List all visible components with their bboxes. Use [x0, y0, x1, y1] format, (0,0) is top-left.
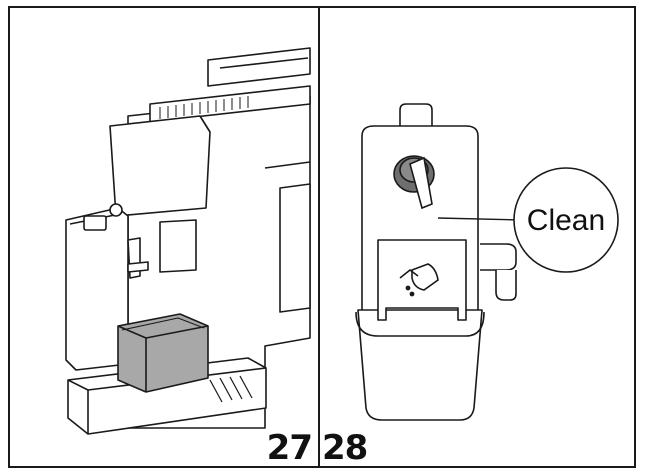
callout-label: Clean [527, 204, 605, 237]
callout-circle [513, 167, 619, 273]
milk-container-display [83, 215, 107, 231]
callout-line [437, 217, 521, 221]
grille-lines [159, 96, 249, 119]
milk-lid-illustration: Clean [355, 103, 619, 421]
drip-tray-slats [209, 375, 253, 403]
step-number-28: 28 [322, 428, 368, 466]
container-base [357, 309, 483, 421]
instruction-figure: 27 [8, 6, 636, 468]
step-28-panel: Clean 28 [320, 8, 634, 466]
display-panel [109, 115, 211, 217]
step-number-27: 27 [266, 428, 313, 466]
step-27-panel: 27 [10, 8, 320, 466]
milk-clean-icon [399, 263, 439, 297]
top-handle [399, 103, 433, 126]
lid-window [377, 239, 467, 321]
cup-warmer-tray [207, 47, 311, 87]
coffee-machine-illustration [65, 47, 311, 435]
coffee-spout [159, 219, 197, 273]
milk-jug-box [117, 313, 209, 393]
top-grille [149, 85, 311, 123]
selector-knob [393, 155, 435, 210]
side-spout [480, 243, 517, 271]
